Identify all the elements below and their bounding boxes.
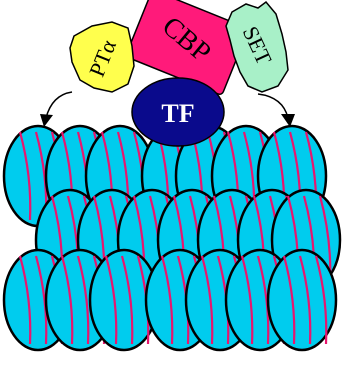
left-arrow-icon	[46, 92, 72, 118]
nucleosome	[268, 250, 336, 350]
nucleosome-array	[4, 126, 340, 350]
tf-label: TF	[161, 99, 194, 128]
